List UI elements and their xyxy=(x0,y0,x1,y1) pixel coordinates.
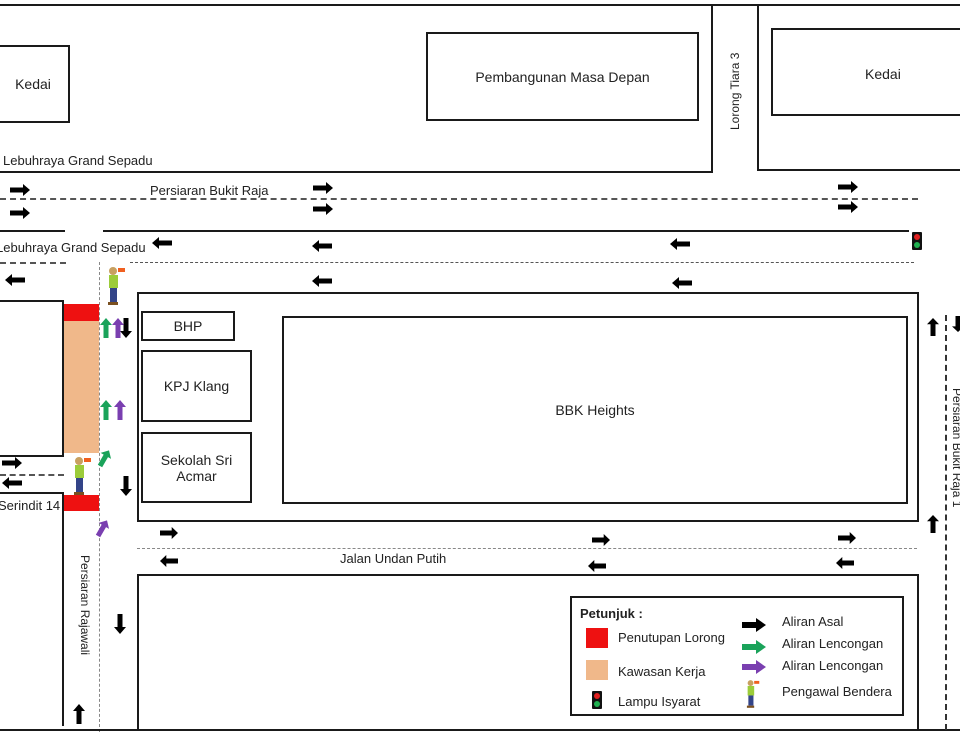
original-flow-arrow-icon xyxy=(2,457,22,469)
legend-original-flow-label: Aliran Asal xyxy=(782,614,844,629)
bukit-raja-1-centerline xyxy=(945,315,947,730)
map-top-border xyxy=(0,4,960,6)
road-edge-top xyxy=(0,171,713,173)
legend-detour-purple-label: Aliran Lencongan xyxy=(782,658,884,673)
original-flow-arrow-icon xyxy=(838,181,858,193)
work-zone xyxy=(64,321,99,453)
original-flow-arrow-icon xyxy=(160,555,178,567)
building-sekolah: Sekolah Sri Acmar xyxy=(141,432,252,503)
kedai-block-bottom xyxy=(757,169,960,171)
original-flow-arrow-icon xyxy=(120,476,132,496)
original-flow-arrow-icon xyxy=(588,560,606,572)
original-flow-arrow-icon xyxy=(838,532,856,544)
original-flow-arrow-icon xyxy=(152,237,172,249)
original-flow-arrow-icon xyxy=(927,515,939,533)
building-kpj: KPJ Klang xyxy=(141,350,252,422)
lane-divider-lower-left xyxy=(0,262,66,264)
legend-closure-label: Penutupan Lorong xyxy=(618,630,725,645)
lebuhraya-top-label: Lebuhraya Grand Sepadu xyxy=(3,153,153,168)
original-flow-arrow-icon xyxy=(313,203,333,215)
pembangunan-label: Pembangunan Masa Depan xyxy=(475,68,650,85)
original-flow-arrow-icon xyxy=(114,614,126,634)
median-right xyxy=(103,230,909,232)
legend: Petunjuk : Penutupan Lorong Kawasan Kerj… xyxy=(570,596,904,716)
original-flow-arrow-icon xyxy=(160,527,178,539)
legend-flagman-label: Pengawal Bendera xyxy=(782,684,892,699)
undan-putih-divider xyxy=(137,548,917,549)
detour-purple-arrow-icon xyxy=(112,318,124,338)
original-flow-arrow-icon xyxy=(838,201,858,213)
building-bbk-heights: BBK Heights xyxy=(282,316,908,504)
original-flow-arrow-icon xyxy=(313,182,333,194)
detour-green-arrow-icon xyxy=(100,318,112,338)
lane-divider-lower xyxy=(130,262,914,263)
original-flow-arrow-icon xyxy=(312,240,332,252)
original-flow-arrow-icon xyxy=(836,557,854,569)
legend-title: Petunjuk : xyxy=(580,606,643,621)
sekolah-label: Sekolah Sri Acmar xyxy=(160,451,233,484)
map-bottom-border xyxy=(0,729,960,731)
original-flow-arrow-icon xyxy=(312,275,332,287)
serindit-divider xyxy=(0,474,64,476)
lorong-tiara-edge-left xyxy=(711,4,713,172)
bbk-label: BBK Heights xyxy=(555,402,635,418)
serindit-label: Serindit 14 xyxy=(0,498,61,513)
flagman-icon-top xyxy=(108,267,125,305)
building-kedai-right: Kedai xyxy=(771,28,960,116)
undan-putih-label: Jalan Undan Putih xyxy=(340,551,447,566)
original-flow-arrow-icon xyxy=(592,534,610,546)
legend-detour-green-label: Aliran Lencongan xyxy=(782,636,884,651)
serindit-bottom-edge xyxy=(0,492,64,494)
lower-block-left xyxy=(137,574,139,730)
building-pembangunan: Pembangunan Masa Depan xyxy=(426,32,699,121)
original-flow-arrow-icon xyxy=(120,318,132,338)
legend-flagman-icon xyxy=(746,680,760,708)
traffic-light-icon xyxy=(912,232,922,250)
legend-purple-arrow-icon xyxy=(742,660,766,674)
legend-green-arrow-icon xyxy=(742,640,766,654)
original-flow-arrow-icon xyxy=(2,477,22,489)
original-flow-arrow-icon xyxy=(10,207,30,219)
legend-red-swatch xyxy=(586,628,608,648)
persiaran-bukit-raja-label: Persiaran Bukit Raja xyxy=(150,183,269,198)
left-block-right xyxy=(62,300,64,456)
bhp-label: BHP xyxy=(173,318,203,334)
building-bhp: BHP xyxy=(141,311,235,341)
median-left xyxy=(0,230,65,232)
lorong-tiara-edge-right xyxy=(757,4,759,170)
lower-block-right xyxy=(917,574,919,730)
left-block-bottom xyxy=(0,455,64,457)
original-flow-arrow-icon xyxy=(952,316,960,332)
legend-traffic-light-icon xyxy=(592,691,602,709)
original-flow-arrow-icon xyxy=(73,704,85,724)
legend-work-label: Kawasan Kerja xyxy=(618,664,706,679)
detour-purple-arrow-icon xyxy=(95,520,110,538)
legend-tan-swatch xyxy=(586,660,608,680)
lebuhraya-mid-label: Lebuhraya Grand Sepadu xyxy=(0,240,146,255)
lower-block-top xyxy=(137,574,919,576)
legend-black-arrow-icon xyxy=(742,618,766,632)
detour-green-arrow-icon xyxy=(97,450,112,468)
rajawali-left-edge xyxy=(62,492,64,726)
legend-traffic-label: Lampu Isyarat xyxy=(618,694,701,709)
lane-divider-upper xyxy=(0,198,918,200)
lane-closure-bottom xyxy=(64,495,99,511)
original-flow-arrow-icon xyxy=(670,238,690,250)
detour-green-arrow-icon xyxy=(100,400,112,420)
flagman-icon-bottom xyxy=(74,457,91,495)
original-flow-arrow-icon xyxy=(10,184,30,196)
building-kedai-left: Kedai xyxy=(0,45,70,123)
original-flow-arrow-icon xyxy=(5,274,25,286)
original-flow-arrow-icon xyxy=(927,318,939,336)
kedai-left-label: Kedai xyxy=(15,76,51,92)
original-flow-arrow-icon xyxy=(672,277,692,289)
lane-closure-top xyxy=(64,304,99,321)
left-block-top xyxy=(0,300,64,302)
kpj-label: KPJ Klang xyxy=(163,378,230,394)
detour-purple-arrow-icon xyxy=(114,400,126,420)
rajawali-centerline xyxy=(99,262,100,732)
kedai-right-label: Kedai xyxy=(865,66,901,82)
